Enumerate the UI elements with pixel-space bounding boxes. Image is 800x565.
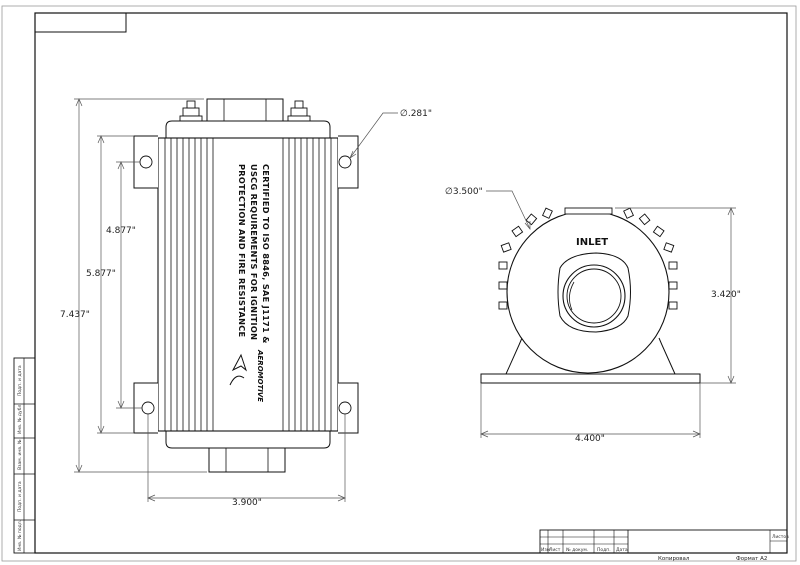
leader-body-diameter [486, 190, 531, 230]
cert-line-3: PROTECTION AND FIRE RESISTANCE [237, 164, 247, 337]
cert-line-2: USCG REQUIREMENTS FOR IGNITION [249, 164, 259, 340]
title-block: Изм Лист № докум. Подп. Дата Листов Копи… [539, 529, 789, 562]
leader-hole-diameter [349, 112, 398, 159]
mount-hole-bottom-left [141, 401, 155, 415]
cert-line-1: CERTIFIED TO ISO 8846, SAE J1171 & [261, 164, 271, 344]
terminal-stud-right [287, 100, 311, 122]
strip-label-5: Инв. № подл. [17, 520, 23, 551]
pump-body [157, 137, 339, 432]
tb-date: Дата [616, 547, 628, 553]
tb-sheets: Листов [772, 534, 789, 540]
top-port-fitting [206, 98, 284, 122]
end-view-bracket [505, 337, 676, 375]
dim-mount-span-outer [97, 135, 134, 434]
end-view-base [480, 373, 701, 384]
mount-hole-bottom-right [338, 401, 352, 415]
left-side-strip: Подп. и дата Инв. № дубл. Взам. инв. № П… [13, 357, 36, 554]
top-left-stamp [34, 12, 127, 33]
outer-border [1, 5, 797, 562]
brand-wordmark: AEROMOTIVE [256, 349, 264, 402]
tb-list: Лист [549, 547, 561, 553]
tb-doc-no: № докум. [566, 547, 588, 553]
dim-height-end-view-label: 3.420" [711, 290, 741, 300]
bottom-port-fitting [208, 447, 286, 473]
dim-width-top-view [147, 414, 346, 502]
dim-width-top-view-label: 3.900" [232, 498, 262, 508]
dim-mount-span-outer-label: 5.877" [86, 269, 116, 279]
end-view-top-tab [564, 207, 613, 215]
dim-base-width-end-view [480, 383, 701, 438]
dim-height-end-view [615, 207, 736, 384]
tb-sign: Подп. [597, 547, 611, 553]
end-view-fins [498, 207, 678, 310]
tb-izm: Изм [541, 547, 550, 553]
strip-label-4: Подп. и дата [17, 481, 23, 512]
mount-hole-top-left [139, 155, 153, 169]
mount-hole-top-right [338, 155, 352, 169]
dim-overall-length [74, 98, 207, 473]
drawing-frame [34, 12, 788, 554]
strip-label-1: Подп. и дата [17, 365, 23, 396]
tb-copied: Копировал [658, 556, 690, 562]
strip-label-3: Взам. инв. № [17, 439, 23, 470]
bracket-top-left [133, 135, 158, 189]
inlet-label: INLET [576, 237, 608, 248]
inlet-port-thread [569, 281, 575, 311]
end-view: INLET ∅3.500" 3.420" 4.400" [445, 187, 741, 444]
strip-label-2: Инв. № дубл. [17, 403, 23, 434]
inlet-port-inner [566, 268, 622, 324]
body-diameter-label: ∅3.500" [445, 187, 483, 197]
dim-overall-length-label: 7.437" [60, 310, 90, 320]
aeromotive-logo: AEROMOTIVE [229, 349, 264, 402]
certification-text: CERTIFIED TO ISO 8846, SAE J1171 & USCG … [237, 164, 271, 344]
bracket-bottom-right [338, 382, 359, 434]
dim-mount-span-inner-label: 4.877" [106, 226, 136, 236]
tb-format: Формат A2 [736, 556, 767, 562]
terminal-stud-left [179, 100, 203, 122]
bottom-end-cap [165, 430, 331, 449]
cooling-fins-left [164, 138, 214, 431]
hole-diameter-label: ∅.281" [400, 109, 432, 119]
dim-base-width-end-view-label: 4.400" [575, 434, 605, 444]
top-view: CERTIFIED TO ISO 8846, SAE J1171 & USCG … [60, 98, 432, 508]
top-end-cap [165, 120, 331, 139]
dim-mount-span-inner [116, 161, 142, 409]
cooling-fins-right [282, 138, 332, 431]
bracket-top-right [338, 135, 359, 189]
